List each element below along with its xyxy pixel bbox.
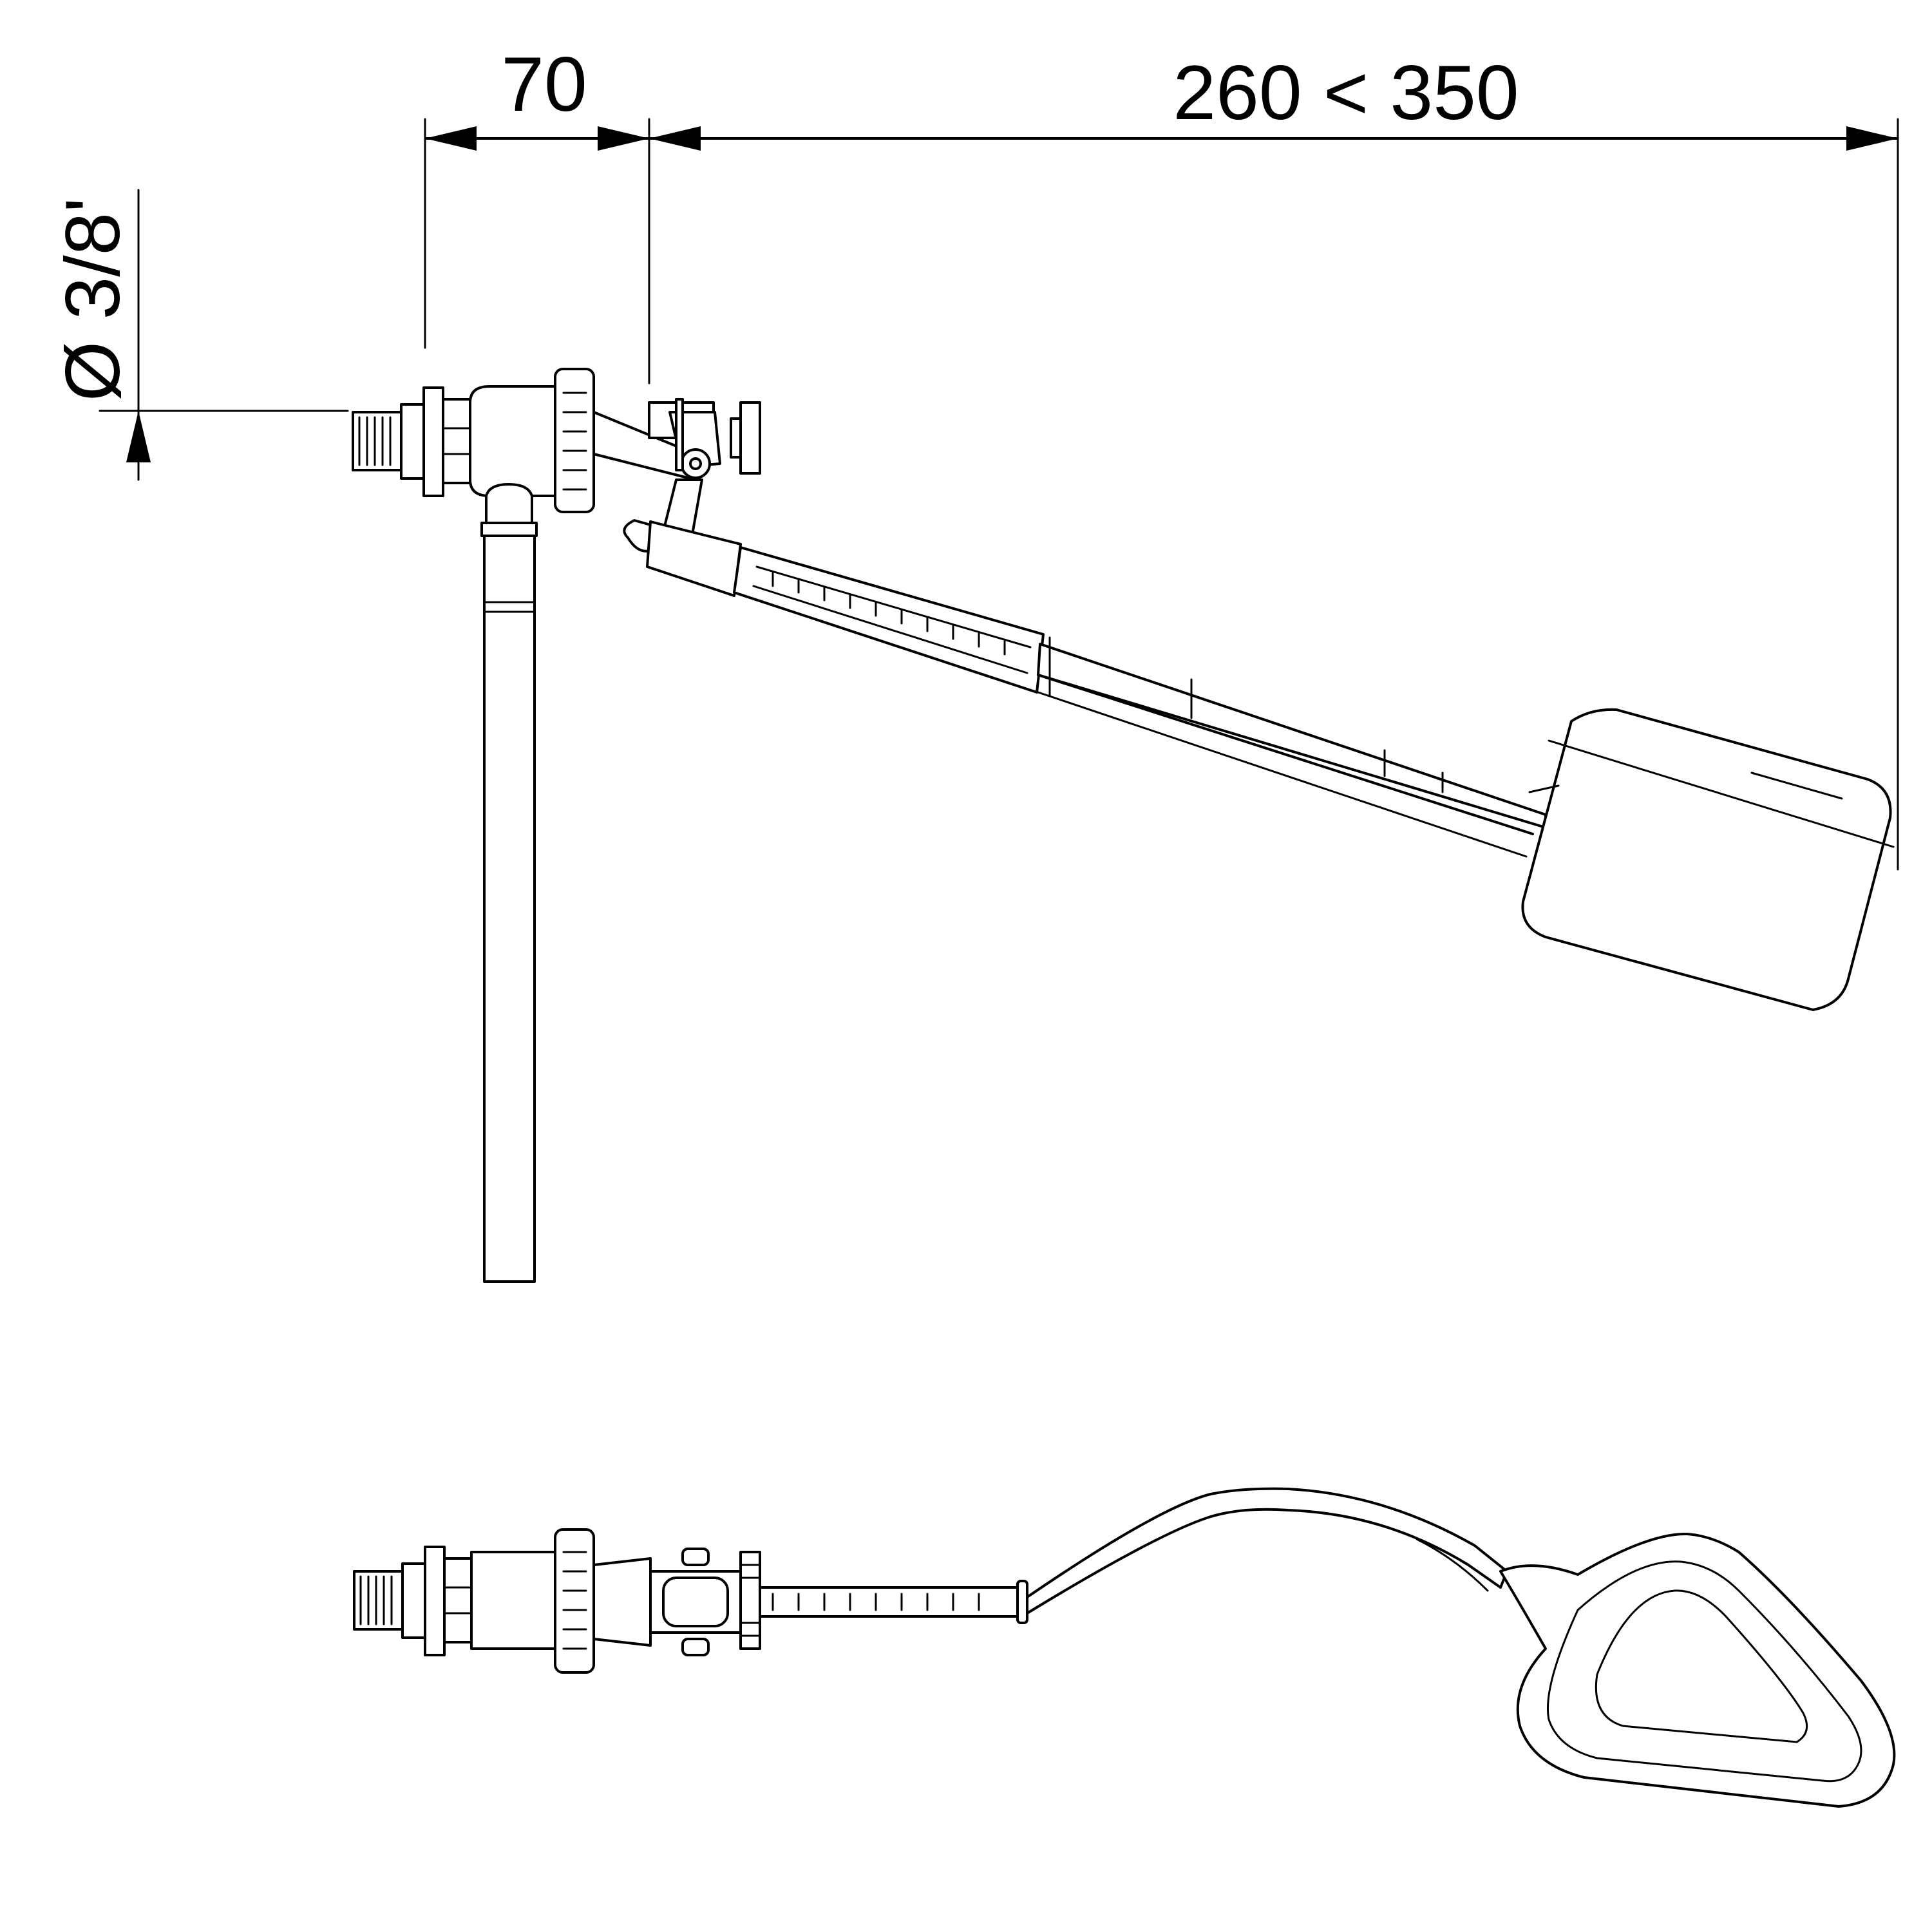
arrowhead	[649, 126, 701, 151]
float-arm	[623, 519, 1547, 858]
arrowhead	[1846, 126, 1898, 151]
valve-body	[470, 1528, 595, 1674]
float	[1499, 1532, 1896, 1808]
dimension-width-label: 70	[501, 41, 587, 128]
lever-mechanism	[592, 398, 761, 536]
dimension-arm-label: 260 < 350	[1173, 50, 1519, 136]
vertical-fill-tube	[480, 483, 538, 1283]
arrowhead	[425, 126, 477, 151]
arrowhead	[126, 411, 151, 462]
float	[1521, 708, 1895, 1011]
thread-diameter-label: Ø 3/8'	[50, 198, 136, 401]
arrowhead	[598, 126, 649, 151]
lever-mechanism	[592, 1548, 761, 1656]
top-view	[353, 1487, 1896, 1808]
side-view	[352, 368, 1895, 1283]
threaded-inlet	[352, 386, 471, 497]
valve-body	[469, 368, 595, 513]
dimension-annotations: 70 260 < 350 Ø 3/8'	[50, 41, 1899, 871]
float-arm	[759, 1487, 1508, 1624]
threaded-inlet	[353, 1546, 473, 1656]
